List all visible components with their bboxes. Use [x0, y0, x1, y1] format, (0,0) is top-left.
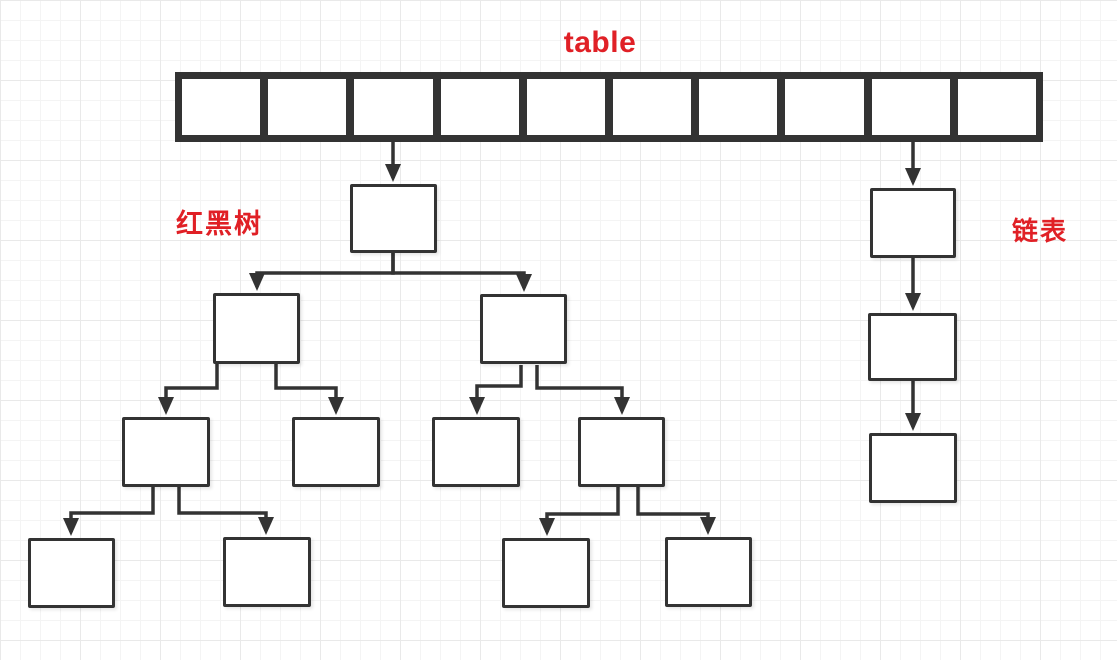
tree-node-right-left[interactable]	[432, 417, 520, 487]
hash-table-bucket-cell[interactable]	[954, 76, 1040, 138]
tree-node-left-left[interactable]	[122, 417, 210, 487]
tree-leaf-node-1[interactable]	[28, 538, 115, 608]
diagram-title[interactable]: table	[563, 26, 637, 59]
connector-leftleft-to-leaf2	[177, 487, 274, 535]
connector-left-to-leftleft	[158, 364, 219, 415]
tree-node-right[interactable]	[480, 294, 567, 364]
hash-table-bucket-cell[interactable]	[351, 76, 436, 138]
tree-root-node[interactable]	[350, 184, 437, 253]
list-node-1[interactable]	[870, 188, 956, 258]
tree-leaf-node-4[interactable]	[665, 537, 752, 607]
connector-left-to-leftright	[274, 364, 344, 415]
hash-table-bucket-cell[interactable]	[782, 76, 867, 138]
hash-table-array	[175, 72, 1043, 142]
hash-table-bucket-cell[interactable]	[696, 76, 781, 138]
connector-root-to-left	[249, 253, 395, 291]
hash-table-bucket-cell[interactable]	[437, 76, 522, 138]
list-node-2[interactable]	[868, 313, 957, 381]
tree-leaf-node-3[interactable]	[502, 538, 590, 608]
connector-right-to-rightleft	[469, 365, 523, 415]
connector-right-to-rightright	[535, 365, 630, 415]
hash-table-bucket-cell[interactable]	[265, 76, 350, 138]
connector-rightright-to-leaf4	[636, 487, 716, 535]
connector-rightright-to-leaf3	[539, 487, 620, 536]
list-node-3[interactable]	[869, 433, 957, 503]
linked-list-label[interactable]: 链表	[1012, 216, 1069, 246]
tree-node-right-right[interactable]	[578, 417, 665, 487]
red-black-tree-label[interactable]: 红黑树	[176, 209, 263, 239]
connector-leftleft-to-leaf1	[63, 487, 155, 536]
tree-leaf-node-2[interactable]	[223, 537, 311, 607]
hash-table-bucket-cell[interactable]	[610, 76, 695, 138]
connector-root-to-right	[391, 253, 532, 292]
hash-table-bucket-cell[interactable]	[523, 76, 609, 138]
tree-node-left-right[interactable]	[292, 417, 380, 487]
hash-table-bucket-cell[interactable]	[179, 76, 264, 138]
tree-node-left[interactable]	[213, 293, 300, 364]
hash-table-bucket-cell[interactable]	[868, 76, 953, 138]
